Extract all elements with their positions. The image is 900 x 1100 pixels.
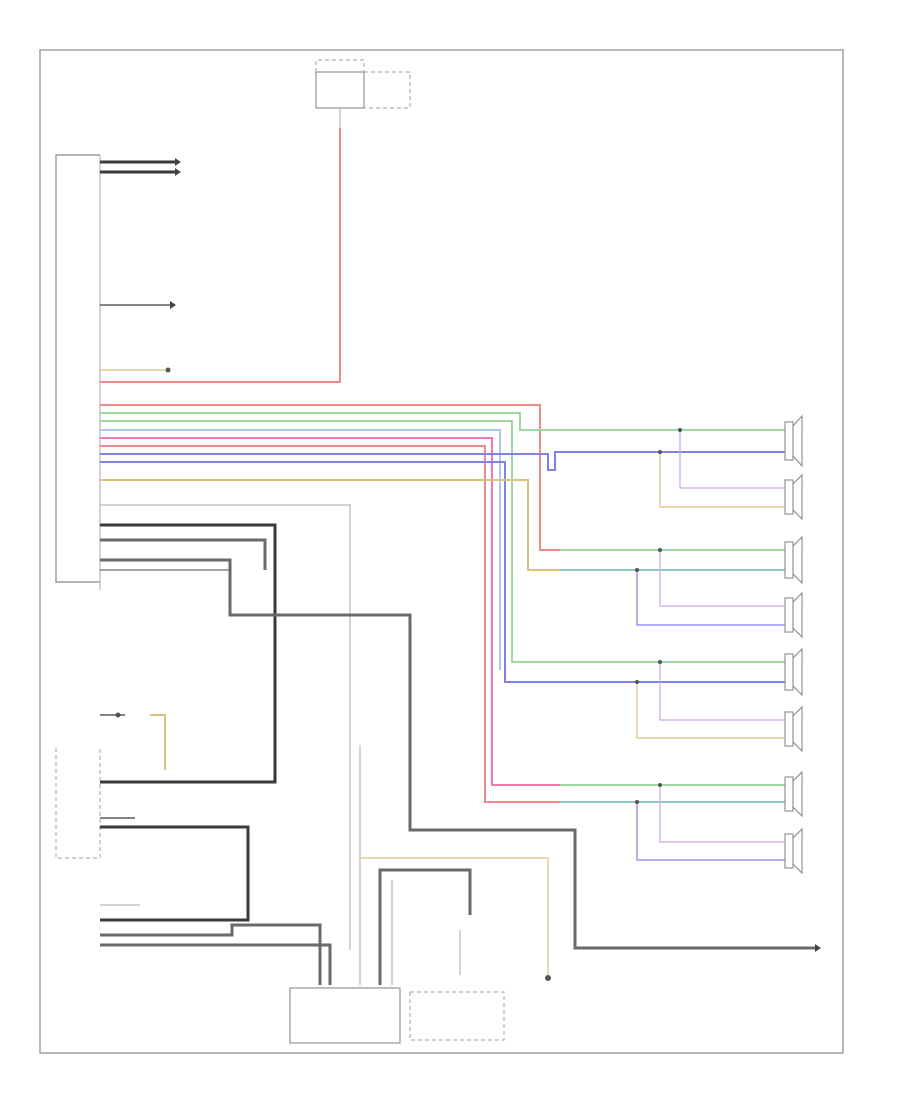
speakers [560,414,803,875]
spk-wire-rf-tw-a [636,570,785,626]
speaker-cone [792,770,803,818]
switch-top-dot [115,712,121,718]
head-unit-lower-wires [100,504,821,952]
speaker-cone [792,473,803,521]
harness-wire-green-1 [100,412,785,431]
pin-dot-4 [165,367,171,373]
speaker-cone [792,414,803,468]
speaker-right-front-tweeter [784,591,803,639]
aux-wire-4-arrow [815,944,821,952]
splice [635,800,639,804]
speaker-cone [792,535,803,585]
module-right-outline [409,991,505,1041]
diagram-frame [39,49,844,1054]
splice [678,428,682,432]
speaker-body [784,653,794,691]
fuse-box-label-outline [364,71,411,109]
switch-dark-loop [100,825,250,922]
speaker-cone [792,705,803,753]
switch-module-outline [55,748,101,859]
splice [635,680,639,684]
pin-arrow-2 [175,168,181,176]
fuse-box-outline [315,59,365,72]
spk-wire-rr-tw-b [659,662,785,721]
splice [658,548,662,552]
spk-wire-rr-tw-a [636,682,785,739]
speaker-left-rear-tweeter [784,827,803,875]
spk-wire-lr-tw-b [659,785,785,843]
center-module-wires [100,745,549,985]
center-wire-4 [360,857,549,975]
head-unit-pins [100,158,181,373]
harness-wire-red-1 [100,404,560,551]
splice [658,450,662,454]
pin-arrow-1 [175,158,181,166]
harness-wire-green-2 [100,420,785,663]
speaker-body [784,711,794,747]
module-left [289,987,401,1044]
speaker-body [784,421,794,461]
speaker-right-rear-tweeter [784,705,803,753]
module-right [409,991,505,1041]
switch-gold-wire [150,714,166,770]
speaker-cone [792,591,803,639]
aux-wire-3 [100,538,267,570]
harness-wire-pink [100,437,560,786]
fuse-box [315,59,411,128]
aux-wire-4 [100,558,815,950]
splice [658,783,662,787]
speaker-body [784,597,794,633]
speaker-cone [792,647,803,697]
splice [635,568,639,572]
ground-dot [545,975,551,981]
ground-point [545,975,551,981]
splice [658,660,662,664]
module-left-body [289,987,401,1044]
speaker-cone [792,827,803,875]
head-unit-bracket [55,154,100,583]
speaker-harness [100,404,785,803]
speaker-left-front-door [784,414,803,468]
harness-wire-blue-2 [100,461,785,683]
center-wire-2 [100,943,332,985]
switch-modules [55,712,250,922]
fuse-box-body [315,71,365,109]
aux-wire-1 [100,504,351,950]
speaker-right-front-door [784,535,803,585]
center-wire-1 [100,923,322,985]
spk-wire-lr-tw-a [636,802,785,861]
speaker-right-rear-door [784,647,803,697]
speaker-body [784,776,794,812]
harness-wire-red-2 [100,445,560,803]
spk-wire-rf-tw-b [659,550,785,607]
harness-wire-lblue [100,429,501,670]
aux-wire-2 [100,523,277,784]
pin-arrow-3 [170,301,176,309]
spk-wire-lf-tw-b [679,430,785,489]
speaker-body [784,541,794,579]
speaker-body [784,833,794,869]
power-wire [100,128,341,383]
harness-wire-blue-1 [100,451,785,471]
spk-wire-lf-tw-a [659,452,785,508]
speaker-body [784,479,794,515]
speaker-left-rear-door [784,770,803,818]
head-unit [55,154,101,590]
speaker-left-front-tweeter [784,473,803,521]
center-wire-5 [378,868,472,985]
